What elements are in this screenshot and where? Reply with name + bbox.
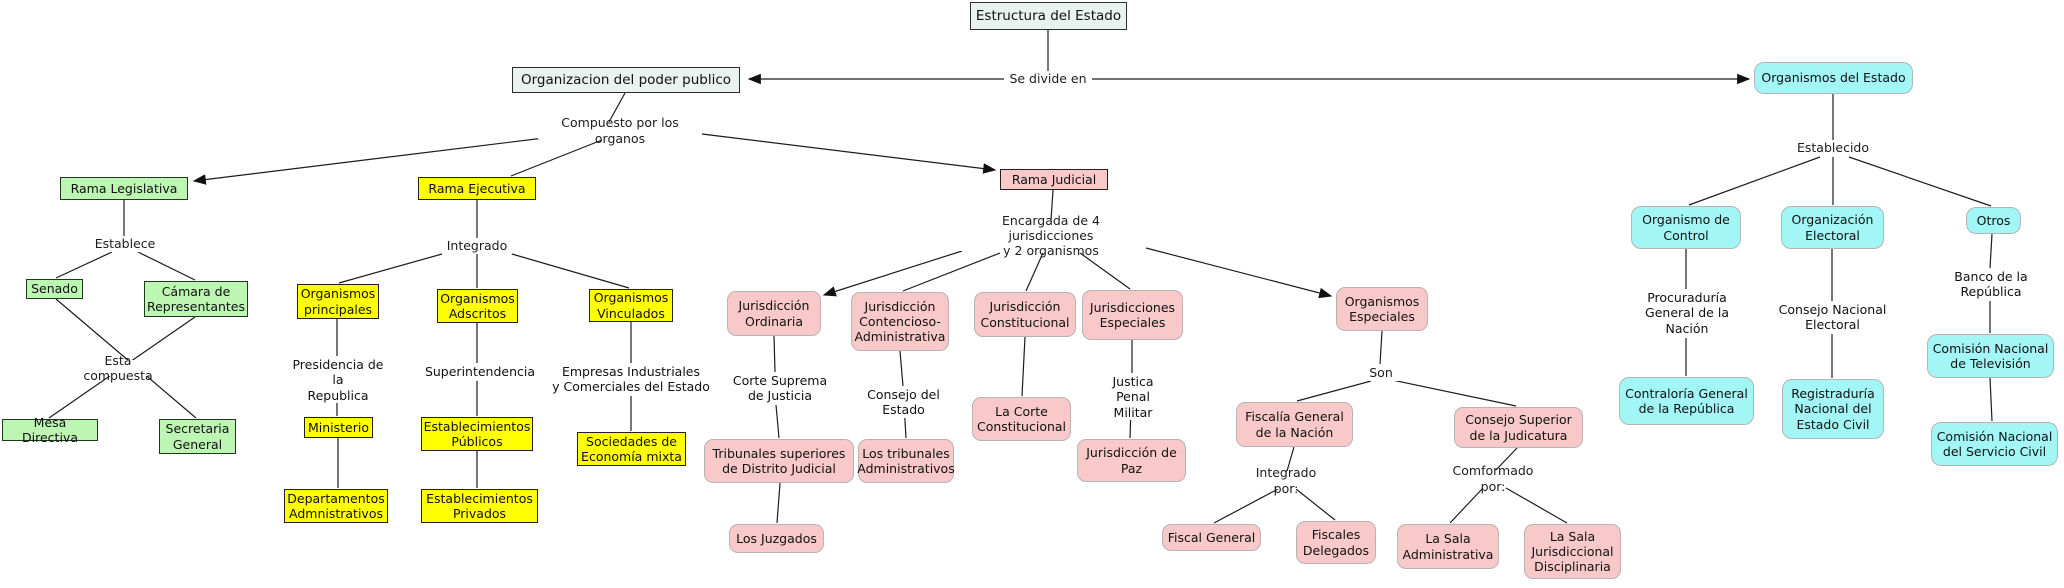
link-label-establece[interactable]: Establece (94, 236, 156, 252)
node-presidencia-republica[interactable]: Presidencia de la Republica (286, 357, 390, 403)
link-label-integrado-por[interactable]: Integrado por: (1240, 465, 1332, 496)
node-departamentos-administrativos[interactable]: Departamentos Admnistrativos (284, 489, 388, 523)
node-organismos-del-estado[interactable]: Organismos del Estado (1754, 62, 1913, 94)
link-label-esta-compuesta[interactable]: Esta compuesta (68, 353, 168, 383)
node-fiscales-delegados[interactable]: Fiscales Delegados (1296, 521, 1376, 564)
node-justica-penal-militar[interactable]: Justica Penal Militar (1094, 374, 1172, 420)
link-label-compuesto-por-los-organos[interactable]: Compuesto por los organos (538, 115, 702, 146)
node-corte-suprema-justicia[interactable]: Corte Suprema de Justicia (728, 373, 832, 404)
node-senado[interactable]: Senado (26, 279, 83, 299)
node-comision-nacional-servicio-civil[interactable]: Comisión Nacional del Servicio Civil (1931, 422, 2058, 466)
node-la-corte-constitucional[interactable]: La Corte Constitucional (972, 397, 1071, 441)
node-consejo-del-estado[interactable]: Consejo del Estado (846, 387, 961, 418)
node-rama-ejecutiva[interactable]: Rama Ejecutiva (418, 177, 536, 200)
node-organismos-adscritos[interactable]: Organismos Adscritos (437, 289, 518, 323)
node-establecimientos-privados[interactable]: Establecimientos Privados (421, 489, 538, 523)
node-rama-legislativa[interactable]: Rama Legislativa (60, 177, 188, 200)
node-procuraduria-general[interactable]: Procuraduría General de la Nación (1642, 290, 1732, 336)
node-tribunales-administrativos[interactable]: Los tribunales Administrativos (857, 439, 955, 483)
node-tribunales-superiores[interactable]: Tribunales superiores de Distrito Judici… (704, 439, 854, 483)
node-jurisdiccion-contencioso-administrativa[interactable]: Jurisdicción Contencioso- Administrativa (851, 292, 949, 351)
node-organismos-especiales[interactable]: Organismos Especiales (1336, 287, 1428, 331)
node-ministerio[interactable]: Ministerio (304, 417, 373, 438)
node-consejo-nacional-electoral[interactable]: Consejo Nacional Electoral (1776, 302, 1889, 333)
node-jurisdiccion-de-paz[interactable]: Jurisdicción de Paz (1077, 439, 1186, 482)
node-otros[interactable]: Otros (1966, 207, 2021, 234)
node-establecimientos-publicos[interactable]: Establecimientos Públicos (421, 417, 533, 451)
node-organizacion-electoral[interactable]: Organización Electoral (1781, 206, 1884, 249)
node-organismo-de-control[interactable]: Organismo de Control (1631, 206, 1741, 249)
node-sociedades-economia-mixta[interactable]: Sociedades de Economía mixta (577, 432, 686, 466)
node-sala-jurisdiccional-disciplinaria[interactable]: La Sala Jurisdiccional Disciplinaria (1524, 524, 1621, 579)
node-organizacion-poder-publico[interactable]: Organizacion del poder publico (512, 67, 740, 93)
link-label-comformado-por[interactable]: Comformado por: (1438, 463, 1548, 494)
link-label-establecido[interactable]: Establecido (1796, 140, 1870, 156)
link-label-son[interactable]: Son (1362, 365, 1400, 381)
node-consejo-superior-judicatura[interactable]: Consejo Superior de la Judicatura (1454, 407, 1583, 448)
node-registraduria-nacional[interactable]: Registraduría Nacional del Estado Civil (1782, 379, 1884, 439)
node-contraloria-general[interactable]: Contraloría General de la República (1619, 377, 1754, 425)
node-superintendencia[interactable]: Superintendencia (424, 364, 536, 380)
node-sala-administrativa[interactable]: La Sala Administrativa (1397, 524, 1499, 569)
node-fiscalia-general-nacion[interactable]: Fiscalía General de la Nación (1236, 402, 1353, 447)
node-jurisdicciones-especiales[interactable]: Jurisdicciones Especiales (1082, 290, 1183, 340)
node-organismos-principales[interactable]: Organismos principales (297, 284, 379, 319)
link-label-integrado[interactable]: Integrado (444, 238, 510, 254)
link-label-se-divide-en[interactable]: Se divide en (1004, 71, 1092, 87)
node-mesa-directiva[interactable]: Mesa Directiva (2, 415, 98, 445)
node-secretaria-general[interactable]: Secretaria General (159, 419, 236, 454)
node-camara-representantes[interactable]: Cámara de Representantes (144, 281, 248, 317)
node-empresas-industriales[interactable]: Empresas Industriales y Comerciales del … (550, 364, 712, 395)
link-label-encargada[interactable]: Encargada de 4 jurisdicciones y 2 organi… (956, 213, 1146, 258)
node-estructura-del-estado[interactable]: Estructura del Estado (970, 2, 1127, 30)
node-jurisdiccion-ordinaria[interactable]: Jurisdicción Ordinaria (727, 291, 821, 336)
node-fiscal-general[interactable]: Fiscal General (1162, 524, 1261, 551)
node-rama-judicial[interactable]: Rama Judicial (1000, 169, 1108, 190)
node-organismos-vinculados[interactable]: Organismos Vinculados (589, 289, 673, 322)
node-jurisdiccion-constitucional[interactable]: Jurisdicción Constitucional (974, 292, 1076, 337)
node-los-juzgados[interactable]: Los Juzgados (729, 524, 824, 553)
node-banco-republica[interactable]: Banco de la República (1952, 269, 2030, 300)
node-comision-nacional-television[interactable]: Comisión Nacional de Televisión (1927, 334, 2054, 378)
